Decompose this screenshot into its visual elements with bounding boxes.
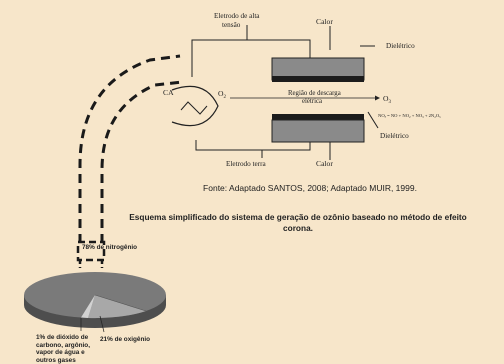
figure-source: Fonte: Adaptado SANTOS, 2008; Adaptado M… — [203, 183, 417, 193]
nitrogen-label: 78% de nitrogênio — [82, 244, 137, 251]
gas-flow-arrow — [230, 95, 380, 101]
ground-electrode-plate — [271, 114, 365, 143]
ac-wave-icon — [180, 101, 208, 115]
dielectric-top-label: Dielétrico — [386, 42, 415, 50]
oxygen-leader-line — [99, 315, 105, 333]
pie-slice-oxygen — [88, 295, 146, 319]
ac-source — [171, 85, 219, 127]
heat-top-label: Calor — [316, 17, 333, 26]
heat-bottom-label: Calor — [316, 159, 333, 168]
pie-slice-others — [81, 295, 95, 318]
oxygen-label: 21% de oxigênio — [100, 336, 150, 343]
o2-label: O2 — [218, 89, 226, 100]
dielectric-bottom-label: Dielétrico — [380, 132, 409, 140]
air-flow-dashed-pipe — [78, 54, 183, 243]
discharge-region-label-line1: Região de descarga — [288, 90, 341, 97]
nox-formula: NOₓ = NO + NO₂ + NO₃ + 2N₂O₅ — [378, 113, 441, 118]
high-voltage-label-line2: tensão — [222, 21, 241, 29]
figure-caption: Esquema simplificado do sistema de geraç… — [129, 212, 467, 233]
arrow-head-icon — [375, 95, 380, 101]
high-voltage-electrode-plate — [271, 57, 365, 82]
high-voltage-label-line1: Eletrodo de alta — [214, 12, 260, 20]
o3-label: O3 — [383, 94, 391, 105]
pipe-outlet-box — [76, 240, 106, 262]
ground-electrode-label: Eletrodo terra — [226, 160, 267, 168]
others-gases-label: 1% de dióxido de carbono, argônio, vapor… — [36, 334, 90, 364]
ca-label: CA — [163, 88, 174, 97]
discharge-region-label-line2: elétrica — [302, 98, 322, 105]
circuit-wires — [191, 25, 379, 160]
air-composition-pie — [24, 272, 166, 333]
